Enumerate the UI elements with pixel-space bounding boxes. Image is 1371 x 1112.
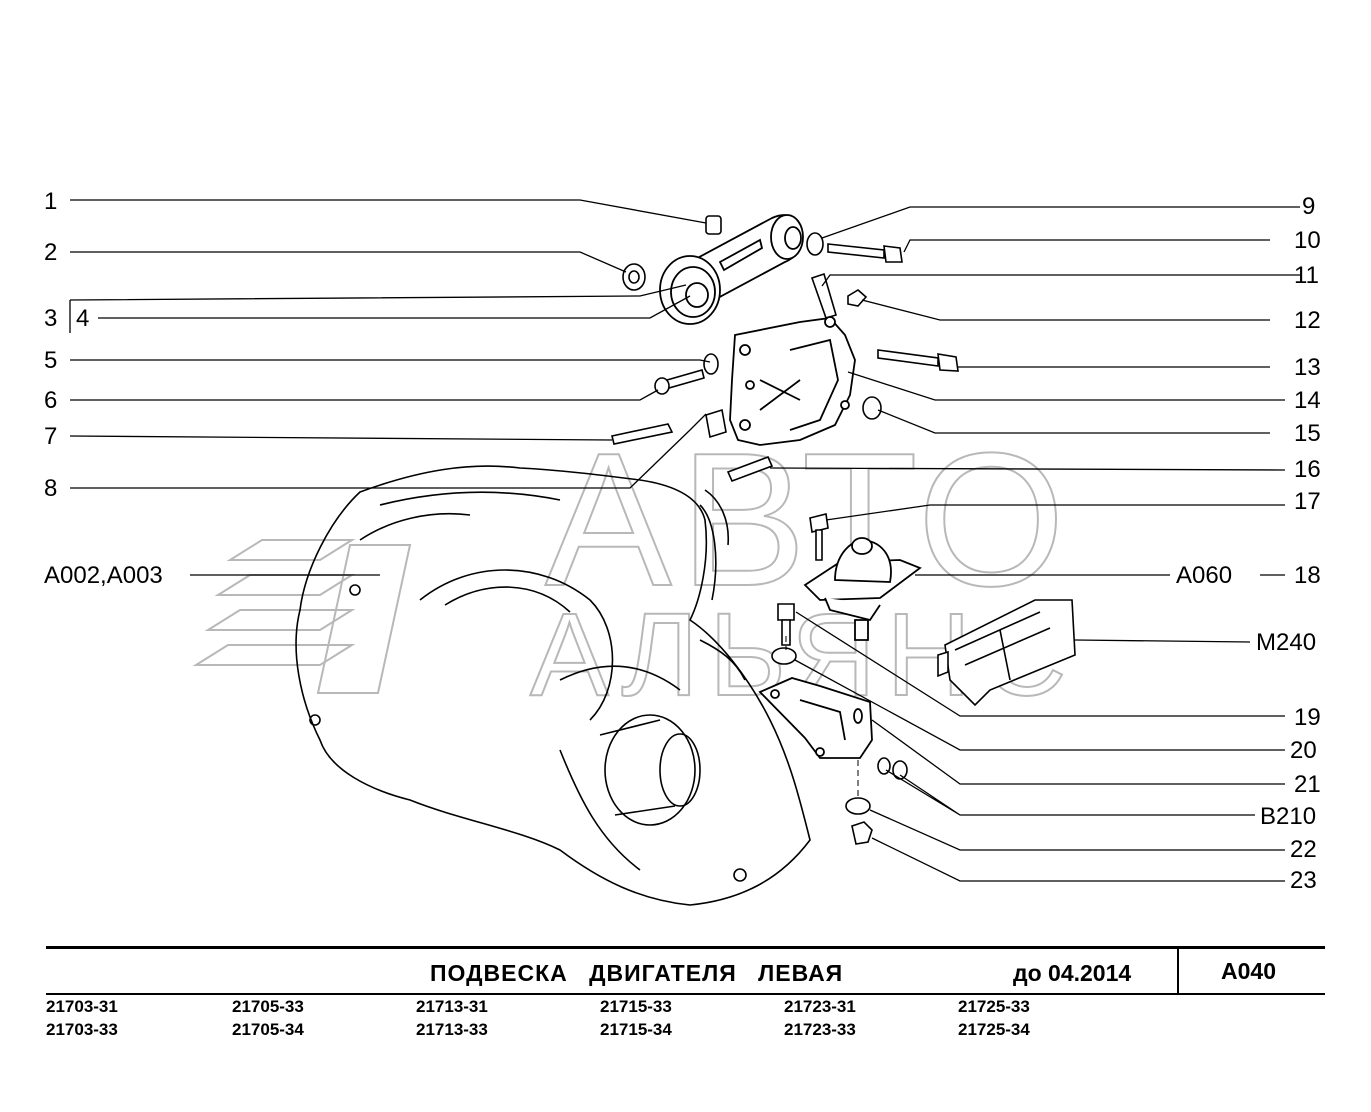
callout-19: 19 bbox=[1294, 704, 1321, 731]
code-separator bbox=[1177, 949, 1179, 993]
callout-9: 9 bbox=[1302, 193, 1316, 220]
support-cushion bbox=[803, 537, 922, 641]
callout-13: 13 bbox=[1294, 354, 1321, 381]
model-code: 21713-33 bbox=[416, 1020, 488, 1039]
callout-b210: B210 bbox=[1260, 803, 1317, 830]
callout-5: 5 bbox=[44, 347, 58, 374]
callout-2: 2 bbox=[44, 239, 58, 266]
callout-1: 1 bbox=[44, 188, 58, 215]
gearbox-housing bbox=[295, 465, 811, 906]
protection-cover bbox=[937, 599, 1076, 707]
callout-23: 23 bbox=[1290, 867, 1317, 894]
page-title: ПОДВЕСКА ДВИГАТЕЛЯ ЛЕВАЯ bbox=[430, 960, 844, 986]
callout-8: 8 bbox=[44, 475, 58, 502]
model-code: 21723-33 bbox=[784, 1020, 856, 1039]
validity-date: до 04.2014 bbox=[1013, 960, 1132, 986]
callout-18: 18 bbox=[1294, 562, 1321, 589]
callout-14: 14 bbox=[1294, 387, 1321, 414]
callout-12: 12 bbox=[1294, 307, 1321, 334]
model-code: 21723-31 bbox=[784, 997, 856, 1016]
callout-16: 16 bbox=[1294, 456, 1321, 483]
model-code: 21725-33 bbox=[958, 997, 1030, 1016]
callout-3: 3 bbox=[44, 305, 58, 332]
callout-15: 15 bbox=[1294, 420, 1321, 447]
model-code: 21703-31 bbox=[46, 997, 118, 1016]
callout-21: 21 bbox=[1294, 771, 1321, 798]
callout-10: 10 bbox=[1294, 227, 1321, 254]
assembly-axes bbox=[785, 636, 859, 800]
callout-11: 11 bbox=[1294, 262, 1319, 289]
callout-20: 20 bbox=[1290, 737, 1317, 764]
callout-7: 7 bbox=[44, 423, 58, 450]
model-code: 21703-33 bbox=[46, 1020, 118, 1039]
callout-a002-a003: A002,A003 bbox=[44, 562, 163, 589]
gearbox-bracket bbox=[758, 677, 873, 759]
model-code: 21715-33 bbox=[600, 997, 672, 1016]
callout-6: 6 bbox=[44, 387, 58, 414]
model-code: 21725-34 bbox=[958, 1020, 1030, 1039]
small-parts bbox=[611, 215, 959, 845]
callout-4: 4 bbox=[76, 305, 90, 332]
callout-17: 17 bbox=[1294, 488, 1321, 515]
callout-m240: M240 bbox=[1256, 629, 1317, 656]
model-code: 21705-34 bbox=[232, 1020, 304, 1039]
watermark-logo-stripes bbox=[192, 539, 412, 694]
page-code: A040 bbox=[1221, 958, 1276, 984]
model-code: 21705-33 bbox=[232, 997, 304, 1016]
model-code: 21713-31 bbox=[416, 997, 488, 1016]
torque-rod bbox=[659, 214, 804, 325]
model-code: 21715-34 bbox=[600, 1020, 672, 1039]
watermark: АВТО АЛЬЯНС bbox=[192, 413, 1073, 722]
leader-lines bbox=[69, 199, 1300, 882]
callout-22: 22 bbox=[1290, 836, 1317, 863]
callout-a060: A060 bbox=[1176, 562, 1233, 589]
engine-bracket bbox=[729, 316, 856, 446]
watermark-line-1: АВТО bbox=[545, 414, 1073, 626]
title-block: ПОДВЕСКА ДВИГАТЕЛЯ ЛЕВАЯ до 04.2014 A040 bbox=[46, 946, 1325, 995]
